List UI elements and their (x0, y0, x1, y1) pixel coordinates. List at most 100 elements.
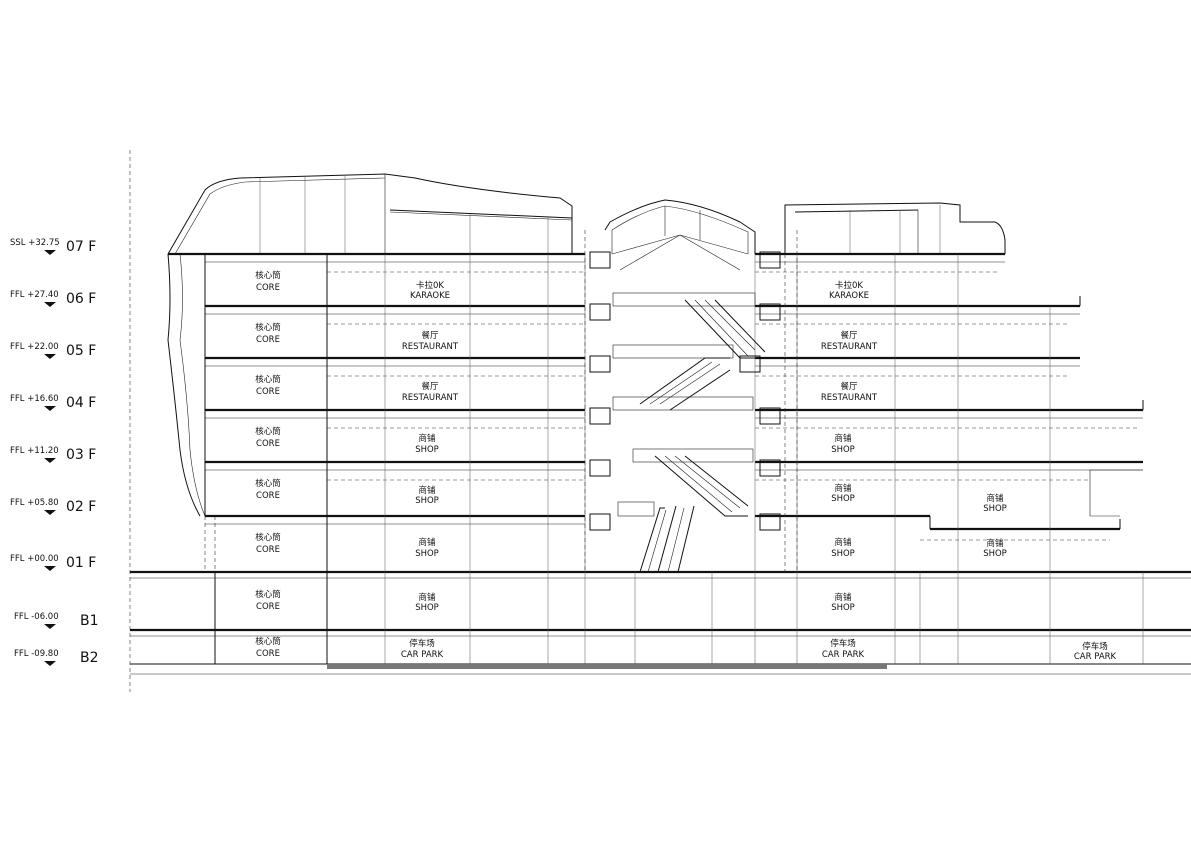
level-b2: FFL -09.80 B2 (14, 649, 99, 666)
level-code: FFL -09.80 (14, 649, 59, 659)
zone-label-cn: 卡拉0K (416, 280, 444, 291)
zone-label-cn: 商铺 (418, 433, 436, 444)
atrium-escalators (612, 292, 766, 573)
zone-label-en: CAR PARK (401, 650, 444, 660)
zone-label-en: RESTAURANT (402, 342, 459, 352)
core-label-cn: 核心筒 (255, 270, 281, 281)
level-03f: FFL +11.20 03 F (10, 446, 96, 463)
level-marker-icon (44, 458, 56, 463)
level-marker-icon (44, 302, 56, 307)
level-code: FFL +00.00 (10, 554, 59, 564)
level-code: SSL +32.75 (10, 238, 60, 248)
level-floor: 05 F (66, 343, 96, 359)
level-marker-icon (44, 250, 56, 255)
zone-label-cn: 商铺 (418, 485, 436, 496)
level-floor: 06 F (66, 291, 96, 307)
floor-slabs (130, 252, 1191, 675)
zone-label-cn: 餐厅 (840, 382, 858, 392)
zone-label-cn: 商铺 (834, 483, 852, 494)
core-label-cn: 核心筒 (255, 589, 281, 600)
level-05f: FFL +22.00 05 F (10, 342, 96, 359)
level-marker-icon (44, 624, 56, 629)
level-marker-icon (44, 566, 56, 571)
core-label-cn: 核心筒 (255, 374, 281, 385)
zone-label-en: SHOP (415, 445, 439, 455)
core-label-cn: 核心筒 (255, 426, 281, 437)
zone-label-en: SHOP (415, 549, 439, 559)
level-code: FFL +16.60 (10, 394, 59, 404)
zone-label-en: RESTAURANT (821, 342, 878, 352)
far-right-zone-labels: 商铺 SHOP 商铺 SHOP 停车场 CAR PARK (983, 493, 1116, 662)
level-code: FFL +27.40 (10, 290, 59, 300)
core-label-en: CORE (256, 491, 280, 501)
zone-label-en: RESTAURANT (402, 393, 459, 403)
core-label-cn: 核心筒 (255, 478, 281, 489)
zone-label-en: SHOP (831, 603, 855, 613)
level-floor: 03 F (66, 447, 96, 463)
column-grid (204, 230, 1144, 664)
zone-label-cn: 商铺 (986, 493, 1004, 504)
zone-label-en: SHOP (831, 494, 855, 504)
level-floor: 02 F (66, 499, 96, 515)
level-b1: FFL -06.00 B1 (14, 612, 99, 629)
left-facade (167, 253, 216, 570)
core-label-en: CORE (256, 545, 280, 555)
zone-label-en: SHOP (415, 496, 439, 506)
zone-label-cn: 卡拉0K (835, 280, 863, 291)
core-label-cn: 核心筒 (255, 636, 281, 647)
railings (589, 251, 781, 531)
zone-label-en: CAR PARK (822, 650, 865, 660)
zone-label-cn: 商铺 (834, 592, 852, 603)
right-zone-labels: 卡拉0K KARAOKE 餐厅 RESTAURANT 餐厅 RESTAURANT… (821, 280, 878, 660)
zone-label-en: CAR PARK (1074, 652, 1117, 662)
zone-label-en: KARAOKE (829, 291, 869, 301)
core-label-en: CORE (256, 335, 280, 345)
level-01f: FFL +00.00 01 F (10, 554, 96, 571)
zone-label-cn: 停车场 (409, 638, 435, 649)
zone-label-cn: 餐厅 (840, 331, 858, 341)
level-marker-icon (44, 354, 56, 359)
zone-label-cn: 餐厅 (421, 331, 439, 341)
level-floor: 04 F (66, 395, 96, 411)
core-label-en: CORE (256, 283, 280, 293)
zone-label-cn: 停车场 (1082, 641, 1108, 652)
zone-label-en: KARAOKE (410, 291, 450, 301)
zone-label-en: SHOP (831, 549, 855, 559)
level-floor: B1 (80, 613, 99, 629)
zone-label-cn: 商铺 (834, 433, 852, 444)
roof-structure (167, 173, 1006, 271)
level-code: FFL +05.80 (10, 498, 59, 508)
level-floor: 01 F (66, 555, 96, 571)
core-label-en: CORE (256, 649, 280, 659)
left-zone-labels: 卡拉0K KARAOKE 餐厅 RESTAURANT 餐厅 RESTAURANT… (401, 280, 459, 660)
level-marker-icon (44, 510, 56, 515)
zone-label-cn: 商铺 (986, 538, 1004, 549)
level-02f: FFL +05.80 02 F (10, 498, 96, 515)
core-labels: 核心筒 CORE 核心筒 CORE 核心筒 CORE 核心筒 CORE 核心筒 … (255, 270, 281, 659)
level-06f: FFL +27.40 06 F (10, 290, 96, 307)
core-label-cn: 核心筒 (255, 322, 281, 333)
level-floor: B2 (80, 650, 99, 666)
zone-label-cn: 餐厅 (421, 382, 439, 392)
core-label-en: CORE (256, 602, 280, 612)
zone-label-cn: 商铺 (418, 537, 436, 548)
level-floor: 07 F (66, 239, 96, 255)
zone-label-en: SHOP (831, 445, 855, 455)
zone-label-cn: 停车场 (830, 638, 856, 649)
zone-label-en: SHOP (415, 603, 439, 613)
zone-label-cn: 商铺 (418, 592, 436, 603)
level-07f: SSL +32.75 07 F (10, 238, 96, 255)
core-label-en: CORE (256, 387, 280, 397)
zone-label-cn: 商铺 (834, 537, 852, 548)
level-code: FFL +11.20 (10, 446, 59, 456)
level-marker-icon (44, 661, 56, 666)
level-marker-icon (44, 406, 56, 411)
level-labels: SSL +32.75 07 F FFL +27.40 06 F FFL +22.… (10, 238, 99, 666)
zone-label-en: SHOP (983, 504, 1007, 514)
level-code: FFL +22.00 (10, 342, 59, 352)
core-label-en: CORE (256, 439, 280, 449)
zone-label-en: SHOP (983, 549, 1007, 559)
core-label-cn: 核心筒 (255, 532, 281, 543)
zone-label-en: RESTAURANT (821, 393, 878, 403)
